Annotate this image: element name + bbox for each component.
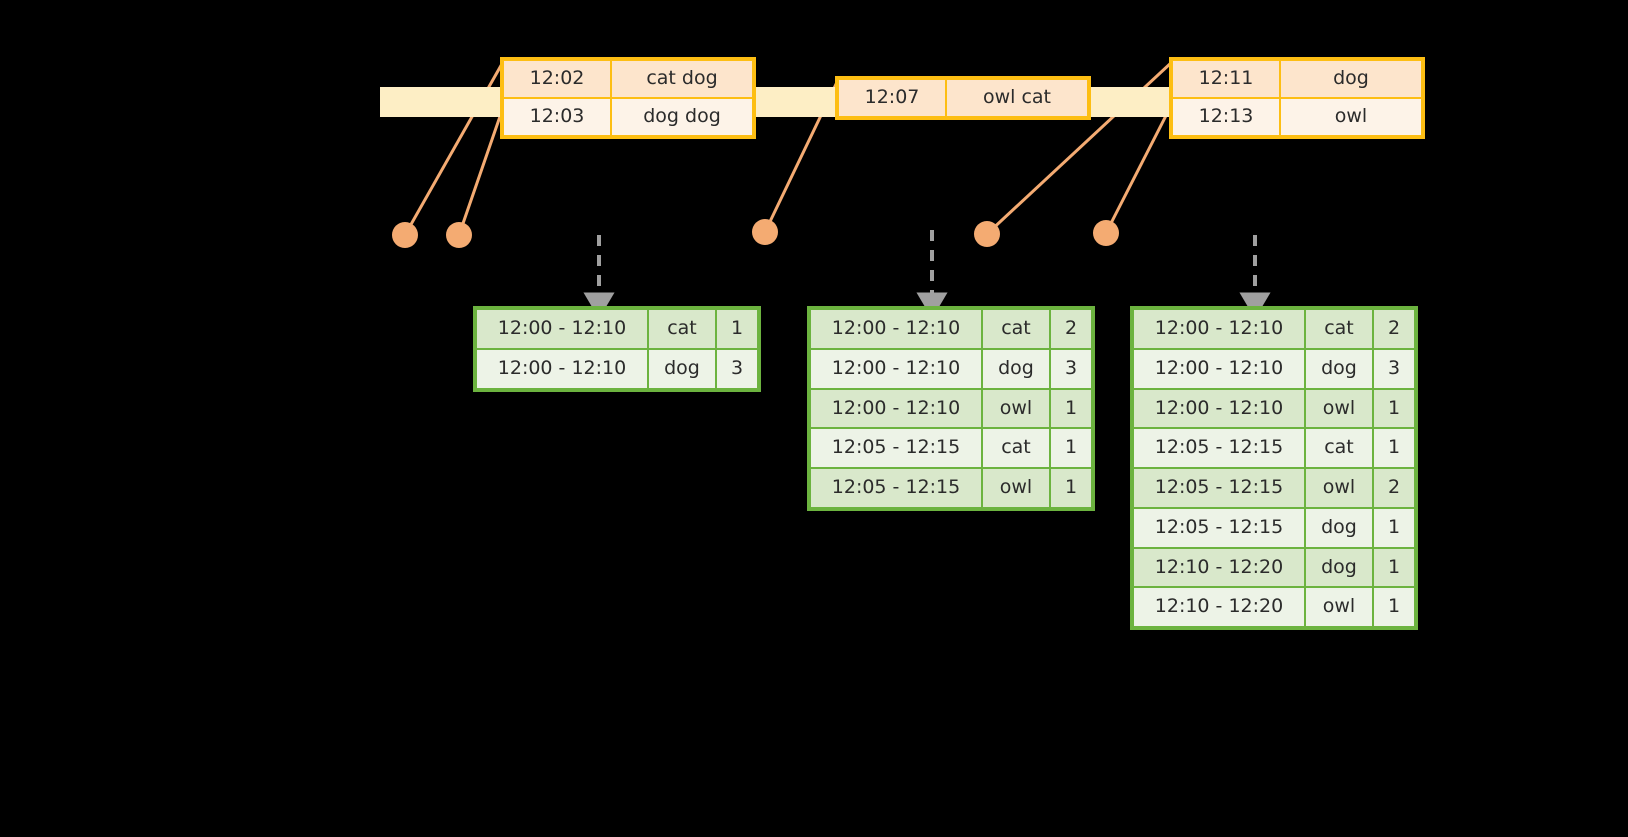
event-dot-4 bbox=[974, 221, 1000, 247]
result-window: 12:05 - 12:15 bbox=[1133, 468, 1305, 508]
result-key: owl bbox=[1305, 587, 1373, 627]
result-key: owl bbox=[1305, 468, 1373, 508]
result-key: cat bbox=[1305, 428, 1373, 468]
connector-5 bbox=[1104, 99, 1176, 234]
event-row[interactable]: 12:03 dog dog bbox=[503, 97, 753, 136]
event-group-1[interactable]: 12:02 cat dog 12:03 dog dog bbox=[503, 60, 753, 136]
event-row[interactable]: 12:13 owl bbox=[1172, 97, 1422, 136]
result-count: 1 bbox=[1373, 428, 1415, 468]
result-count: 1 bbox=[716, 309, 758, 349]
event-time: 12:02 bbox=[503, 60, 611, 98]
result-key: owl bbox=[982, 388, 1050, 429]
event-row[interactable]: 12:07 owl cat bbox=[838, 79, 1088, 117]
result-count: 2 bbox=[1373, 468, 1415, 508]
result-key: dog bbox=[982, 348, 1050, 389]
result-key: dog bbox=[1305, 507, 1373, 548]
result-key: cat bbox=[982, 428, 1050, 468]
result-window: 12:00 - 12:10 bbox=[476, 348, 648, 389]
event-row[interactable]: 12:11 dog bbox=[1172, 60, 1422, 98]
result-count: 1 bbox=[1373, 587, 1415, 627]
event-time: 12:11 bbox=[1172, 60, 1280, 98]
event-words: cat dog bbox=[611, 60, 753, 98]
event-row[interactable]: 12:02 cat dog bbox=[503, 60, 753, 98]
result-key: cat bbox=[648, 309, 716, 349]
result-count: 3 bbox=[1373, 348, 1415, 389]
result-count: 1 bbox=[1373, 388, 1415, 429]
event-time: 12:07 bbox=[838, 79, 946, 117]
result-key: owl bbox=[1305, 388, 1373, 429]
result-key: dog bbox=[648, 348, 716, 389]
down-arrow-lines bbox=[583, 230, 1271, 319]
result-key: owl bbox=[982, 468, 1050, 508]
event-dot-3 bbox=[752, 219, 778, 245]
result-window: 12:05 - 12:15 bbox=[810, 428, 982, 468]
result-window: 12:00 - 12:10 bbox=[1133, 348, 1305, 389]
result-key: dog bbox=[1305, 547, 1373, 588]
result-window: 12:10 - 12:20 bbox=[1133, 547, 1305, 588]
result-count: 1 bbox=[1373, 547, 1415, 588]
result-window: 12:00 - 12:10 bbox=[810, 309, 982, 349]
event-words: owl bbox=[1280, 97, 1422, 136]
result-window: 12:10 - 12:20 bbox=[1133, 587, 1305, 627]
result-key: cat bbox=[1305, 309, 1373, 349]
result-window: 12:05 - 12:15 bbox=[1133, 507, 1305, 548]
result-window: 12:00 - 12:10 bbox=[476, 309, 648, 349]
result-count: 1 bbox=[1050, 468, 1092, 508]
event-dot-1 bbox=[392, 222, 418, 248]
event-words: owl cat bbox=[946, 79, 1088, 117]
result-count: 3 bbox=[716, 348, 758, 389]
result-count: 1 bbox=[1050, 428, 1092, 468]
result-window: 12:00 - 12:10 bbox=[810, 388, 982, 429]
result-count: 1 bbox=[1373, 507, 1415, 548]
event-group-2[interactable]: 12:07 owl cat bbox=[838, 79, 1088, 117]
result-key: dog bbox=[1305, 348, 1373, 389]
event-time: 12:13 bbox=[1172, 97, 1280, 136]
event-dot-2 bbox=[446, 222, 472, 248]
result-window: 12:00 - 12:10 bbox=[810, 348, 982, 389]
event-group-3[interactable]: 12:11 dog 12:13 owl bbox=[1172, 60, 1422, 136]
event-words: dog bbox=[1280, 60, 1422, 98]
event-dot-5 bbox=[1093, 220, 1119, 246]
event-time: 12:03 bbox=[503, 97, 611, 136]
result-key: cat bbox=[982, 309, 1050, 349]
result-window: 12:05 - 12:15 bbox=[1133, 428, 1305, 468]
result-count: 1 bbox=[1050, 388, 1092, 429]
event-words: dog dog bbox=[611, 97, 753, 136]
connector-2 bbox=[457, 101, 507, 236]
result-count: 2 bbox=[1050, 309, 1092, 349]
result-window: 12:05 - 12:15 bbox=[810, 468, 982, 508]
result-window: 12:00 - 12:10 bbox=[1133, 388, 1305, 429]
result-count: 2 bbox=[1373, 309, 1415, 349]
result-window: 12:00 - 12:10 bbox=[1133, 309, 1305, 349]
result-count: 3 bbox=[1050, 348, 1092, 389]
